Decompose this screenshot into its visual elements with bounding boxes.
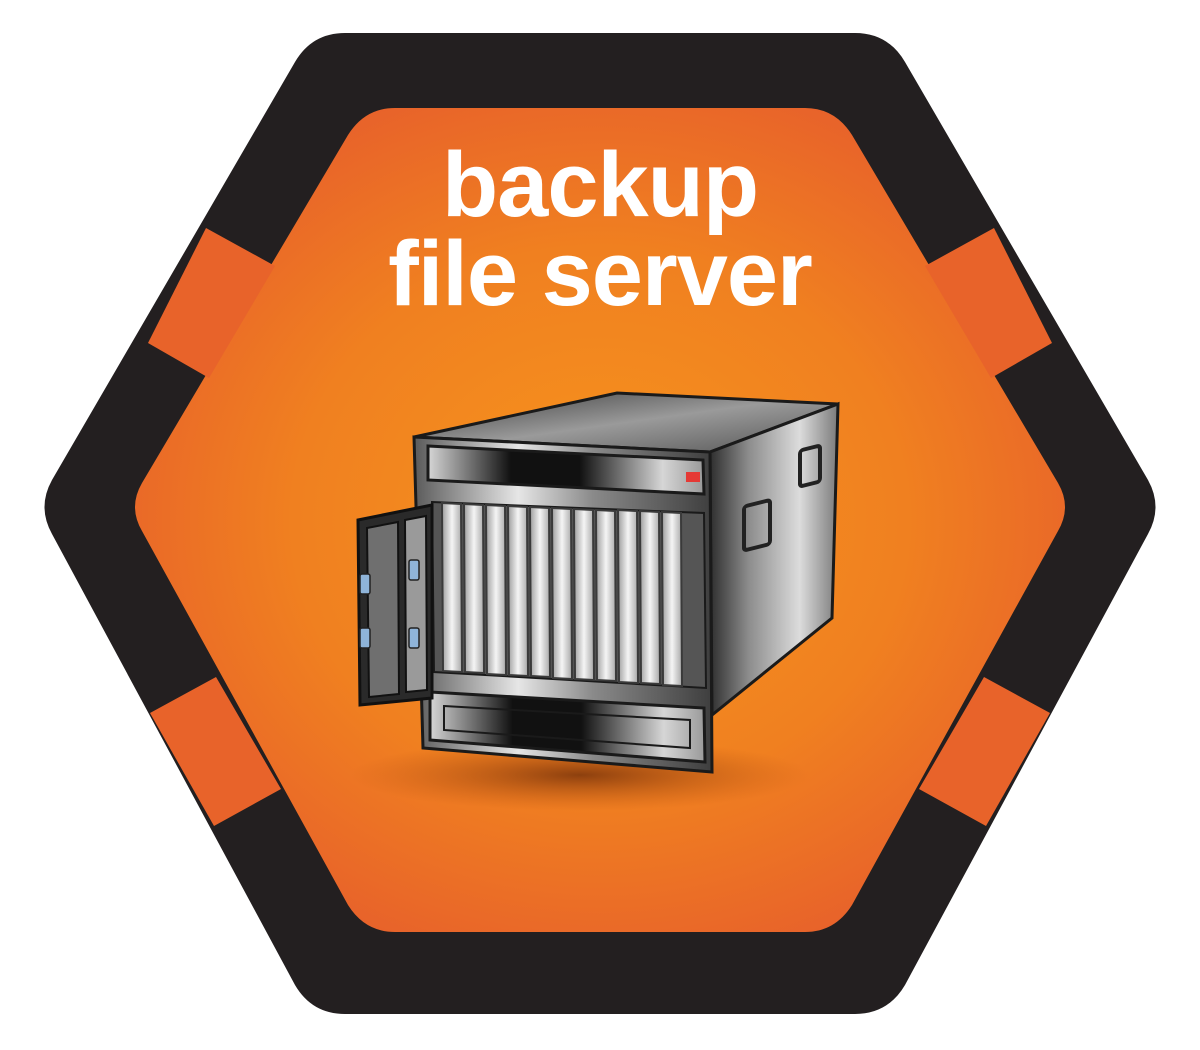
status-led — [686, 472, 700, 482]
title-line-1: backup — [442, 134, 758, 236]
front-bottom-bar-inset — [443, 704, 691, 750]
server-rack-icon — [350, 391, 840, 811]
front-top-bar — [426, 444, 706, 496]
side-handle-lower — [798, 444, 822, 488]
drive-slots — [440, 501, 684, 688]
server-door-panel-2 — [403, 514, 429, 694]
door-latches — [359, 559, 420, 649]
server-door-panel — [365, 520, 401, 699]
title-line-2: file server — [388, 223, 812, 325]
frame-breaks — [148, 228, 1052, 826]
side-handle-upper — [742, 498, 772, 552]
